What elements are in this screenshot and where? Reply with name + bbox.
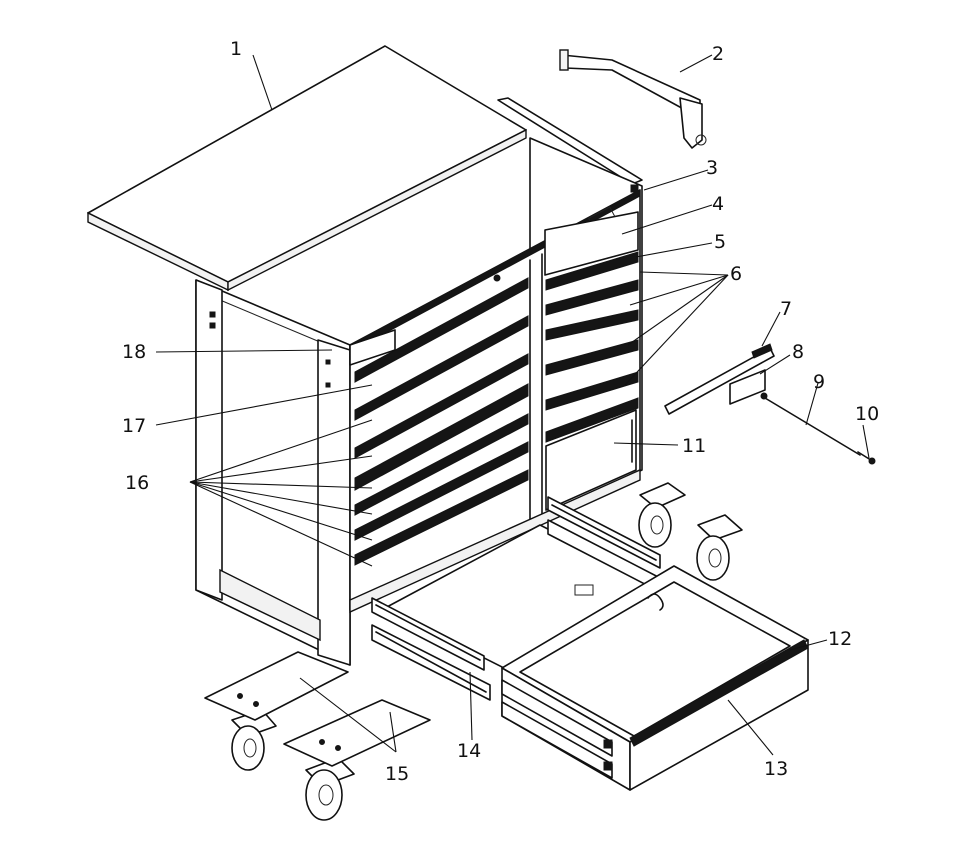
part-10-pin xyxy=(857,451,876,465)
callout-6: 6 xyxy=(730,263,742,285)
part-13-drawer-slide xyxy=(501,639,809,779)
callout-15: 15 xyxy=(385,763,409,785)
leader-lines xyxy=(155,54,870,756)
callout-1: 1 xyxy=(230,38,242,60)
callout-4: 4 xyxy=(712,193,724,215)
callout-10: 10 xyxy=(855,403,879,425)
part-15-caster-plates xyxy=(204,651,431,767)
callout-18: 18 xyxy=(122,341,146,363)
callout-14: 14 xyxy=(457,740,481,762)
callout-8: 8 xyxy=(792,341,804,363)
callout-17: 17 xyxy=(122,415,146,437)
part-8-bracket xyxy=(729,369,766,405)
caster-right-front xyxy=(696,514,743,581)
callout-12: 12 xyxy=(828,628,852,650)
callout-2: 2 xyxy=(712,43,724,65)
callout-9: 9 xyxy=(813,371,825,393)
part-7-drawer-slide xyxy=(664,343,775,415)
caster-right-rear xyxy=(638,482,686,548)
callout-13: 13 xyxy=(764,758,788,780)
part-2-side-handle xyxy=(559,49,707,149)
right-drawer-handles xyxy=(545,251,639,443)
left-drawer-handles xyxy=(354,277,529,566)
part-14-drawer-slides xyxy=(371,496,665,701)
callout-3: 3 xyxy=(706,157,718,179)
callout-5: 5 xyxy=(714,231,726,253)
part-9-rod xyxy=(760,392,861,456)
callout-11: 11 xyxy=(682,435,706,457)
callout-7: 7 xyxy=(780,298,792,320)
callout-16: 16 xyxy=(125,472,149,494)
cabinet-body xyxy=(195,97,643,666)
callout-labels: 1 2 3 4 5 6 7 8 9 10 11 12 13 14 15 16 1… xyxy=(122,38,879,785)
part-1-top-mat xyxy=(87,45,527,292)
caster-left-front xyxy=(305,757,355,821)
